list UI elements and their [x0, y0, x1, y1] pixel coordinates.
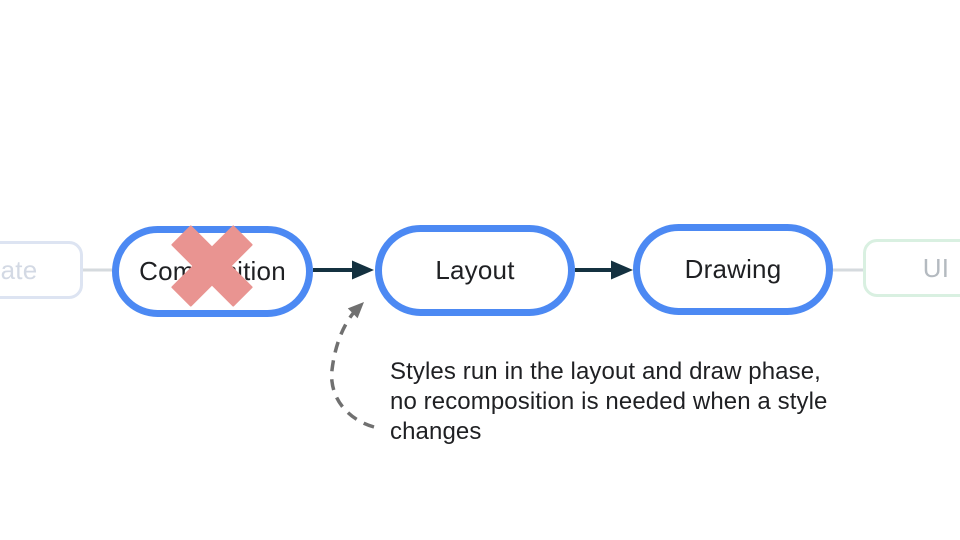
annotation-line: changes [390, 418, 482, 445]
arrow-composition-to-layout [313, 260, 374, 280]
node-state: ate [0, 241, 83, 299]
node-drawing-label: Drawing [684, 254, 782, 284]
annotation-line: Styles run in the layout and draw phase, [390, 358, 821, 385]
node-layout-label: Layout [435, 255, 515, 285]
annotation-text: Styles run in the layout and draw phase,… [390, 357, 828, 447]
node-drawing: Drawing [633, 224, 833, 315]
node-ui-label: UI [922, 252, 950, 283]
annotation-line: no recomposition is needed when a style [390, 388, 828, 415]
node-state-label: ate [0, 254, 38, 285]
arrow-layout-to-drawing [575, 260, 633, 280]
node-ui: UI [863, 239, 960, 297]
node-layout: Layout [375, 225, 575, 316]
annotation-dashed-arrow [329, 302, 375, 429]
